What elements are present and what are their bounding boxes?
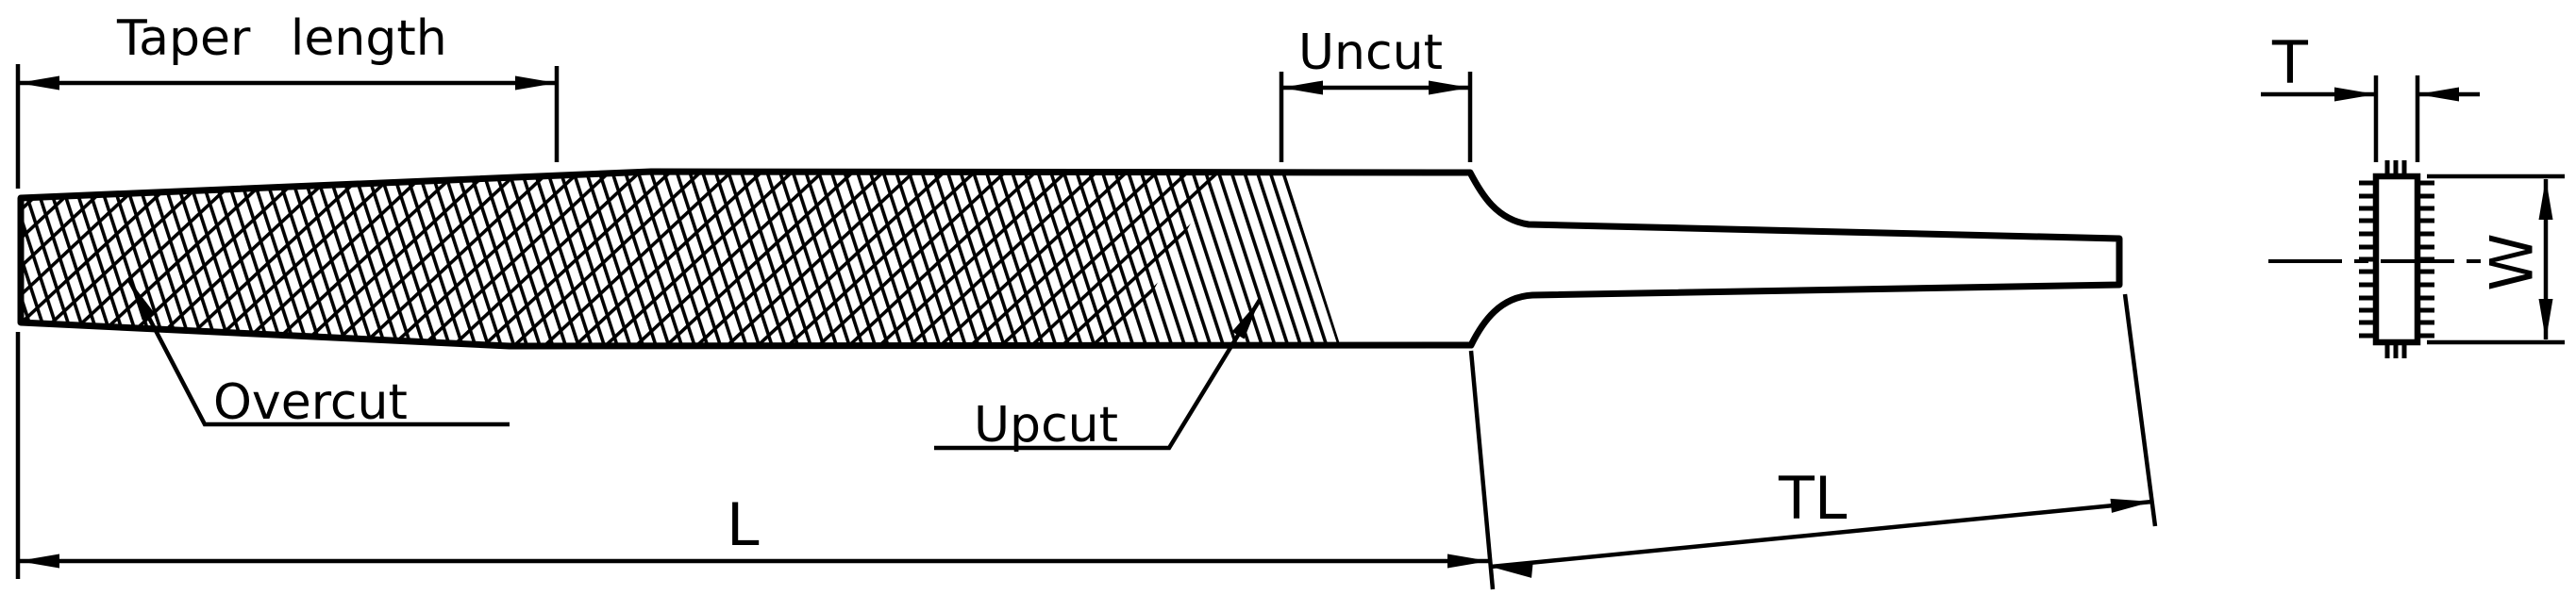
arrowhead — [129, 280, 156, 321]
section-teeth-bottom — [2384, 342, 2407, 358]
taper-length-dimension: Taper length — [15, 10, 560, 189]
label-width: W — [2478, 233, 2547, 290]
label-overcut: Overcut — [213, 374, 408, 431]
label-uncut: Uncut — [1298, 25, 1443, 81]
arrowhead — [515, 75, 557, 91]
side-view: Taper length Uncut Overcut Upcut — [15, 10, 2158, 590]
arrowhead — [18, 554, 59, 569]
arrowhead — [1231, 300, 1260, 339]
arrowhead — [1491, 563, 1533, 578]
arrowhead — [1447, 554, 1489, 569]
upcut-leader: Upcut — [934, 298, 1262, 454]
width-dimension: W — [2427, 174, 2565, 345]
arrowhead — [2538, 178, 2553, 220]
label-taper-length: Taper length — [116, 10, 447, 67]
uncut-dimension: Uncut — [1279, 25, 1473, 162]
arrowhead — [1429, 80, 1470, 95]
leader-line — [934, 298, 1262, 451]
leader-line — [127, 278, 510, 427]
label-tang-length: TL — [1778, 464, 1848, 533]
overall-length-dimension: L — [15, 332, 1496, 590]
thickness-dimension: T — [2261, 28, 2480, 162]
label-length: L — [727, 490, 760, 559]
extension-line — [2122, 293, 2158, 527]
extension-line — [1468, 350, 1496, 590]
arrowhead — [2538, 299, 2553, 340]
tang-length-dimension: TL — [1490, 293, 2158, 578]
section-teeth-top — [2384, 160, 2407, 176]
upcut-only-hatch-region — [1123, 173, 1340, 345]
arrowhead — [2110, 498, 2152, 513]
arrowhead — [18, 75, 59, 91]
arrowhead — [2334, 87, 2376, 102]
crosshatch-region-overcut-lines — [21, 172, 1219, 346]
section-teeth-left — [2359, 180, 2376, 339]
label-upcut: Upcut — [974, 397, 1118, 454]
label-thickness: T — [2271, 28, 2309, 97]
overcut-leader: Overcut — [127, 278, 510, 431]
arrowhead — [1281, 80, 1323, 95]
dimension-line — [1490, 499, 2153, 570]
section-view: T W — [2261, 28, 2565, 358]
arrowhead — [2417, 87, 2459, 102]
